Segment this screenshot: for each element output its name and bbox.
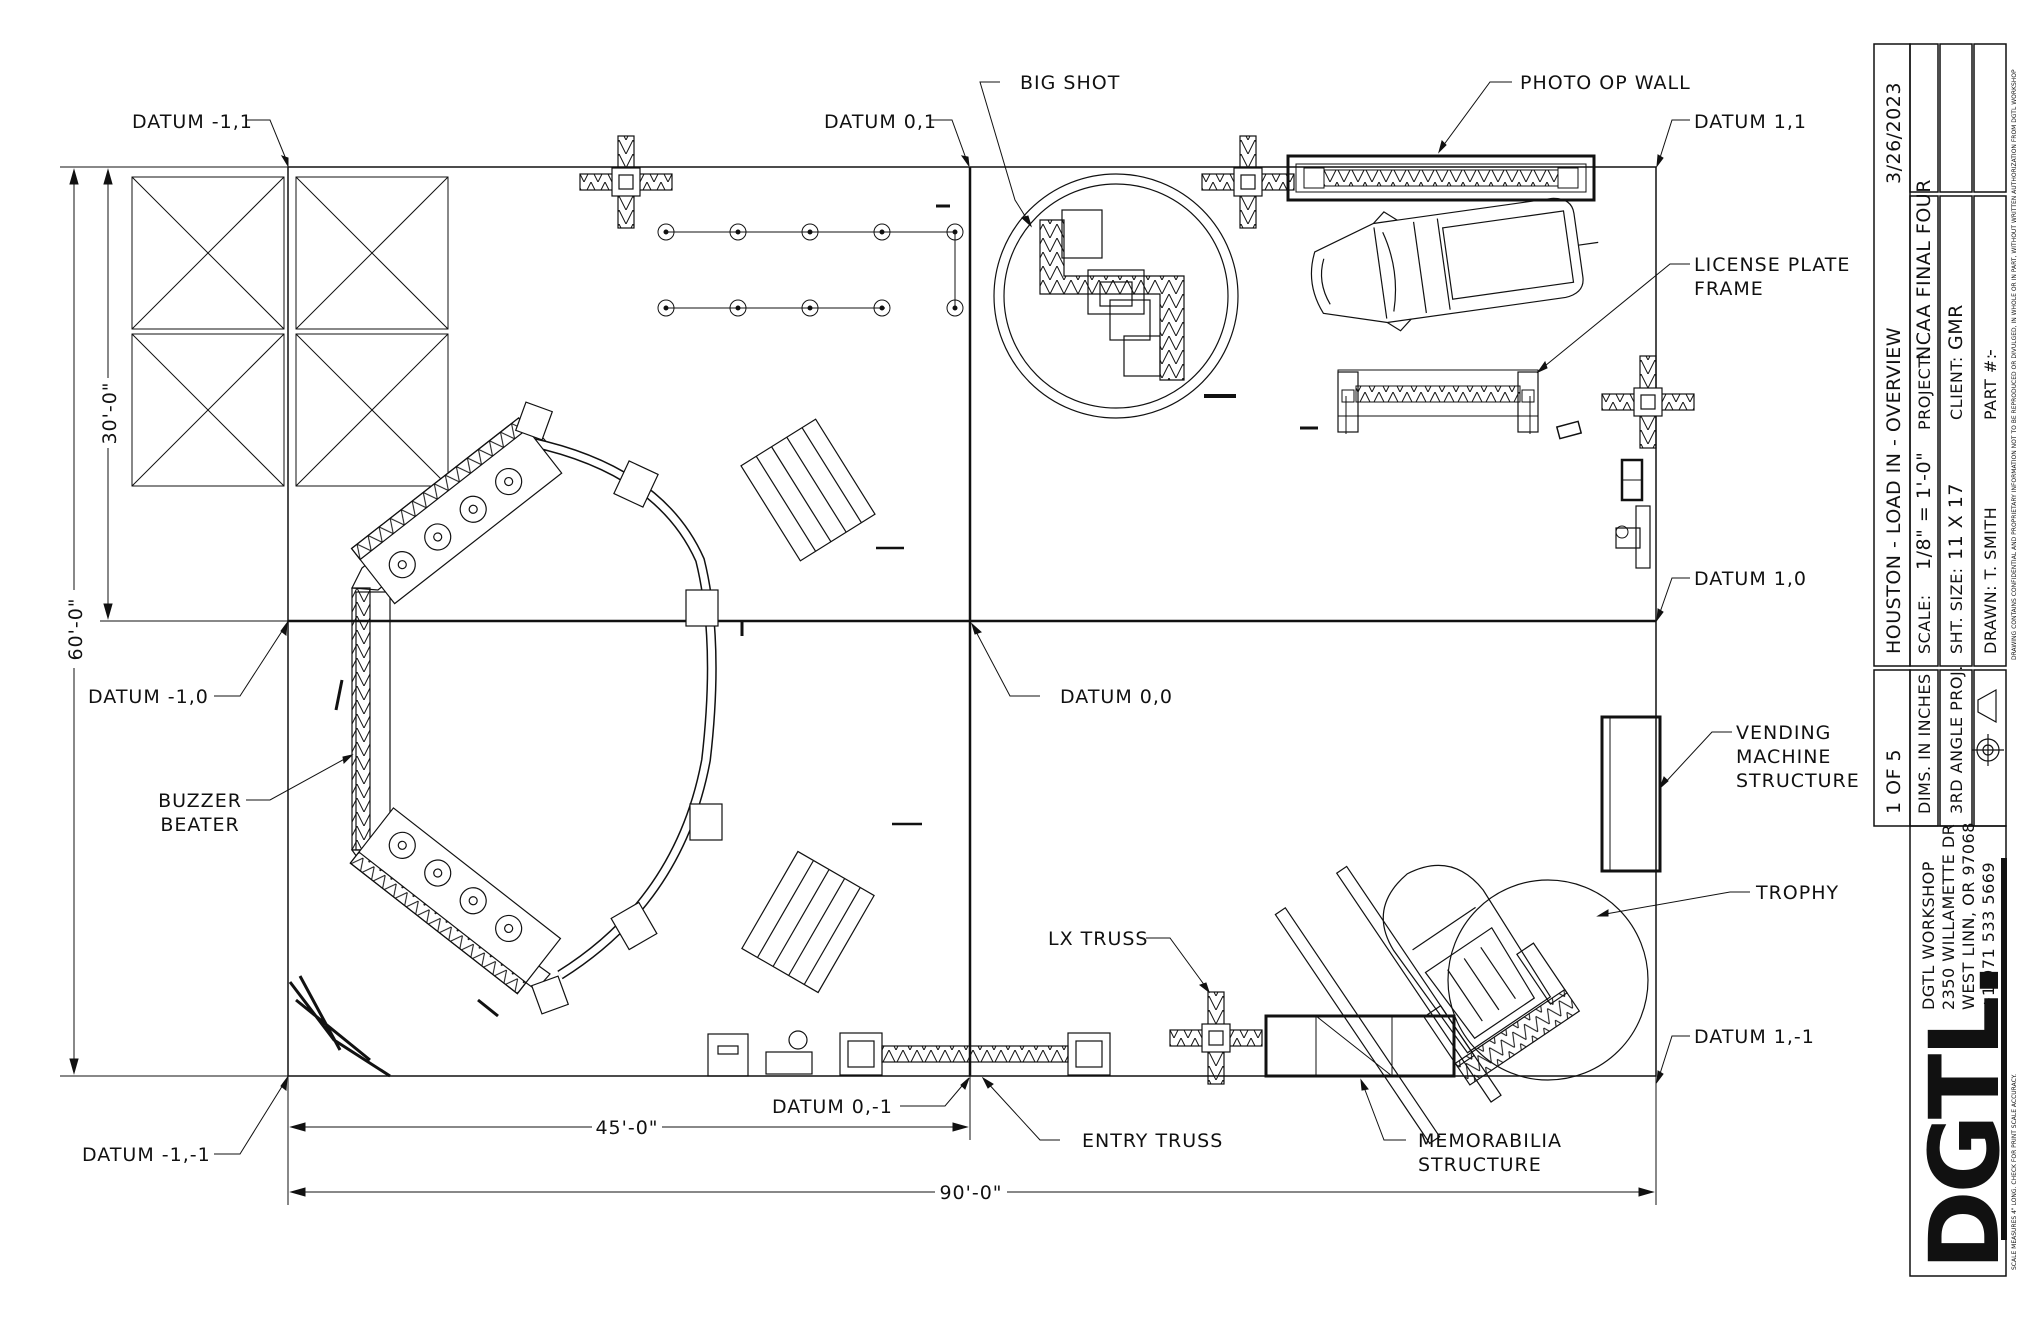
label-datum-1-1: DATUM 1,1 [1694, 111, 1807, 133]
label-trophy: TROPHY [1755, 882, 1839, 904]
photo-op-wall [1286, 154, 1596, 202]
tb-disclaimer: DRAWING CONTAINS CONFIDENTIAL AND PROPRI… [2011, 69, 2018, 660]
tb-addr-1: DGTL WORKSHOP [1919, 861, 1938, 1010]
buzzer-beater-stage [334, 401, 744, 1018]
tb-sheet-size-value: 11 X 17 [1945, 483, 1967, 560]
x-crates [131, 176, 449, 487]
tb-client-value: GMR [1945, 304, 1967, 350]
label-vending-3: STRUCTURE [1736, 770, 1860, 792]
dimension-lines [69, 168, 1655, 1197]
label-datum-1-m1: DATUM 1,-1 [1694, 1026, 1815, 1048]
tb-addr-4: +1 971 533 5669 [1979, 862, 1998, 1010]
label-datum-0-m1: DATUM 0,-1 [772, 1096, 893, 1118]
dim-height-full: 60'-0" [65, 597, 87, 660]
label-photo-op-wall: PHOTO OP WALL [1520, 72, 1691, 94]
label-datum-m1-0: DATUM -1,0 [88, 686, 209, 708]
tb-part-label: PART #: [1981, 353, 2000, 420]
entry-truss [707, 1030, 1111, 1077]
memorabilia-structure [1264, 1014, 1456, 1078]
label-memo-1: MEMORABILIA [1418, 1130, 1562, 1152]
stanchion-poles [657, 223, 964, 317]
dim-width-half: 45'-0" [595, 1117, 658, 1139]
label-big-shot: BIG SHOT [1020, 72, 1120, 94]
label-datum-1-0: DATUM 1,0 [1694, 568, 1807, 590]
tb-scale-note: SCALE MEASURES 4" LONG. CHECK FOR PRINT … [2011, 1074, 2018, 1270]
tb-date: 3/26/2023 [1883, 82, 1905, 184]
tb-project-label: PROJECT: [1915, 353, 1934, 430]
label-entry-truss: ENTRY TRUSS [1082, 1130, 1223, 1152]
label-datum-m1-1: DATUM -1,1 [132, 111, 253, 133]
label-lx-truss: LX TRUSS [1048, 928, 1148, 950]
tb-title: HOUSTON - LOAD IN - OVERVIEW [1883, 327, 1905, 654]
label-license-plate-1: LICENSE PLATE [1694, 254, 1850, 276]
big-shot-platform [936, 173, 1239, 419]
label-datum-m1-m1: DATUM -1,-1 [82, 1144, 211, 1166]
label-buzzer-1: BUZZER [158, 790, 242, 812]
tb-addr-2: 2350 WILLAMETTE DR [1939, 824, 1958, 1010]
tb-drawn: DRAWN: T. SMITH [1981, 507, 2000, 654]
tb-scale-label: SCALE: [1915, 594, 1934, 654]
tb-sheet: 1 OF 5 [1883, 749, 1905, 814]
label-license-plate-2: FRAME [1694, 278, 1764, 300]
label-buzzer-2: BEATER [160, 814, 239, 836]
label-datum-0-1: DATUM 0,1 [824, 111, 937, 133]
tb-dims: DIMS. IN INCHES [1915, 673, 1934, 814]
vending-machine-structure [1600, 458, 1662, 873]
label-datum-0-0: DATUM 0,0 [1060, 686, 1173, 708]
venue-grid [60, 166, 1657, 1205]
dim-height-half: 30'-0" [99, 381, 121, 444]
tb-addr-3: WEST LINN, OR 97068 [1959, 822, 1978, 1010]
label-vending-1: VENDING [1736, 722, 1831, 744]
third-angle-projection-icon [1972, 688, 2004, 766]
leader-lines [214, 81, 1750, 1155]
tb-part-value: - [1979, 349, 2001, 356]
tb-sheet-size-label: SHT. SIZE: [1947, 567, 1966, 654]
tb-client-label: CLIENT: [1947, 356, 1966, 420]
pickup-truck-top [1310, 197, 1599, 332]
trophy-structure [1274, 864, 1649, 1145]
callout-labels: DATUM -1,1 DATUM 0,1 DATUM 1,1 DATUM 1,0… [82, 72, 1860, 1176]
dgtl-logo: DGTL. [1909, 965, 2021, 1270]
label-memo-2: STRUCTURE [1418, 1154, 1542, 1176]
license-plate-frame [1300, 369, 1583, 440]
gangway-ramps [288, 418, 922, 1078]
tb-project-value: NCAA FINAL FOUR [1913, 179, 1935, 360]
title-block [1873, 43, 2007, 1277]
tb-scale-value: 1/8" = 1'-0" [1913, 452, 1935, 570]
cross-truss-towers [579, 135, 1695, 1085]
label-vending-2: MACHINE [1736, 746, 1831, 768]
tb-angle: 3RD ANGLE PROJ. [1947, 665, 1966, 814]
dim-width-full: 90'-0" [939, 1182, 1002, 1204]
